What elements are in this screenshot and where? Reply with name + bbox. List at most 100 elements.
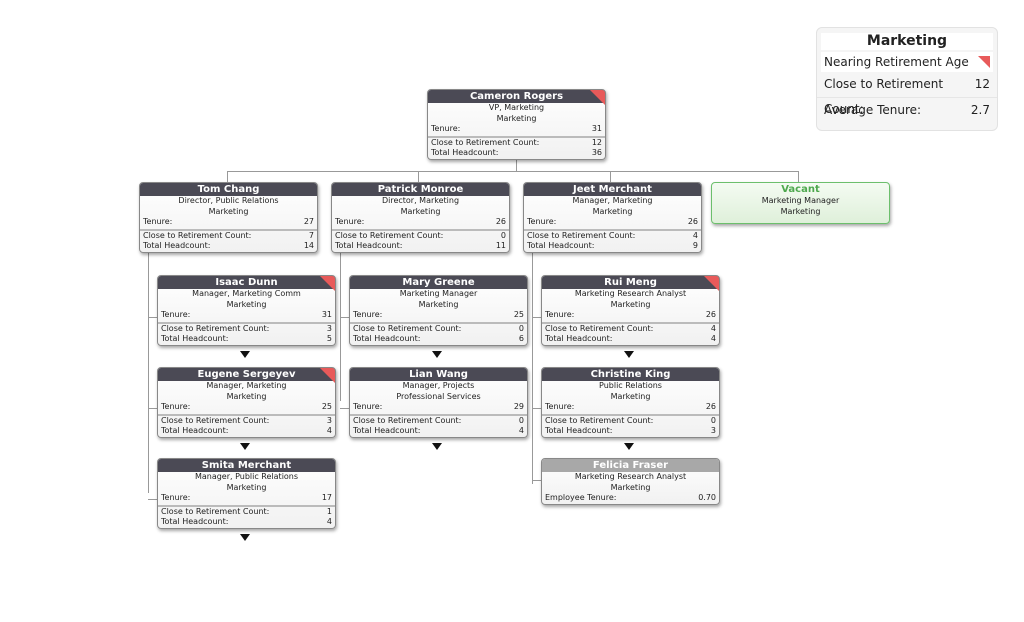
headcount-row: Total Headcount:3 bbox=[542, 426, 719, 437]
connector-line bbox=[340, 253, 341, 401]
card-title: Marketing Manager bbox=[761, 196, 840, 205]
tenure-row: Tenure:31 bbox=[158, 310, 335, 321]
label: Tenure: bbox=[335, 217, 365, 226]
value: 0 bbox=[518, 415, 524, 425]
headcount-row: Total Headcount:14 bbox=[140, 241, 317, 252]
card-department: Marketing bbox=[780, 206, 821, 216]
expand-arrow-icon[interactable] bbox=[624, 443, 634, 450]
card-department: Marketing bbox=[208, 206, 249, 216]
card-name: Smita Merchant bbox=[158, 459, 335, 472]
value: 9 bbox=[692, 241, 698, 250]
close-value: 12 bbox=[974, 77, 990, 91]
value: 4 bbox=[518, 426, 524, 435]
headcount-row: Total Headcount: 4 bbox=[350, 426, 527, 437]
label: Total Headcount: bbox=[143, 241, 211, 250]
card-name: Mary Greene bbox=[350, 276, 527, 289]
label: Close to Retirement Count: bbox=[161, 323, 270, 333]
close-row: Close to Retirement Count:3 bbox=[158, 416, 335, 427]
headcount-row: Total Headcount:9 bbox=[524, 241, 701, 252]
expand-arrow-icon[interactable] bbox=[624, 351, 634, 358]
tenure-row: Tenure:25 bbox=[158, 402, 335, 413]
close-row: Close to Retirement Count:0 bbox=[350, 324, 527, 335]
tenure-row: Tenure:17 bbox=[158, 493, 335, 504]
card-name: Felicia Fraser bbox=[542, 459, 719, 472]
connector-line bbox=[516, 160, 517, 172]
expand-arrow-icon[interactable] bbox=[432, 443, 442, 450]
red-flag-icon bbox=[978, 56, 990, 68]
label: Close to Retirement Count: bbox=[545, 415, 654, 425]
expand-arrow-icon[interactable] bbox=[240, 351, 250, 358]
connector-line bbox=[798, 171, 799, 182]
retirement-flag-icon bbox=[704, 276, 719, 291]
expand-arrow-icon[interactable] bbox=[240, 534, 250, 541]
headcount-row: Total Headcount: 11 bbox=[332, 241, 509, 252]
card-department: Marketing bbox=[610, 482, 651, 492]
label: Close to Retirement Count: bbox=[143, 230, 252, 240]
tenure-row: Tenure:26 bbox=[332, 217, 509, 228]
label: Tenure: bbox=[353, 310, 383, 319]
value: 11 bbox=[495, 241, 506, 250]
label: Total Headcount: bbox=[353, 426, 421, 435]
divider bbox=[158, 321, 335, 324]
card-department: Marketing bbox=[400, 206, 441, 216]
connector-line bbox=[418, 171, 419, 182]
value: 31 bbox=[591, 124, 602, 133]
label: Close to Retirement Count: bbox=[335, 230, 444, 240]
value: 31 bbox=[321, 310, 332, 319]
value: 0.70 bbox=[698, 493, 716, 502]
avg-label: Average Tenure: bbox=[824, 103, 922, 117]
close-row: Close to Retirement Count:12 bbox=[428, 138, 605, 149]
card-title: Marketing Manager bbox=[399, 289, 478, 298]
close-row: Close to Retirement Count:4 bbox=[542, 324, 719, 335]
tenure-row: Tenure:29 bbox=[350, 402, 527, 413]
retirement-flag-icon bbox=[320, 276, 335, 291]
label: Total Headcount: bbox=[545, 334, 613, 343]
label: Total Headcount: bbox=[335, 241, 403, 250]
label: Close to Retirement Count: bbox=[161, 506, 270, 516]
card-department: Marketing bbox=[610, 391, 651, 401]
close-row: Close to Retirement Count:0 bbox=[332, 231, 509, 242]
divider bbox=[158, 504, 335, 507]
value: 0 bbox=[710, 415, 716, 425]
connector-line bbox=[148, 408, 157, 409]
value: 26 bbox=[687, 217, 698, 226]
card-name: Christine King bbox=[542, 368, 719, 381]
card-name: Eugene Sergeyev bbox=[158, 368, 335, 381]
expand-arrow-icon[interactable] bbox=[240, 443, 250, 450]
headcount-row: Total Headcount:4 bbox=[158, 517, 335, 528]
close-row: Close to Retirement Count: 0 bbox=[542, 416, 719, 427]
tenure-row: Tenure: 25 bbox=[350, 310, 527, 321]
value: 25 bbox=[321, 402, 332, 411]
card-title: Manager, Marketing bbox=[206, 381, 287, 390]
nearing-label: Nearing Retirement Age bbox=[824, 55, 969, 69]
card-title: Public Relations bbox=[599, 381, 662, 390]
headcount-row: Total Headcount:6 bbox=[350, 334, 527, 345]
headcount-row: Total Headcount:5 bbox=[158, 334, 335, 345]
label: Tenure: bbox=[545, 402, 575, 411]
label: Close to Retirement Count: bbox=[545, 323, 654, 333]
label: Tenure: bbox=[353, 402, 383, 411]
divider bbox=[542, 321, 719, 324]
value: 25 bbox=[513, 310, 524, 319]
divider bbox=[428, 135, 605, 138]
card-name: Vacant bbox=[781, 184, 820, 195]
expand-arrow-icon[interactable] bbox=[432, 351, 442, 358]
label: Close to Retirement Count: bbox=[527, 230, 636, 240]
card-department: Marketing bbox=[610, 299, 651, 309]
avg-value: 2.7 bbox=[970, 103, 990, 117]
divider bbox=[542, 413, 719, 416]
label: Total Headcount: bbox=[161, 426, 229, 435]
